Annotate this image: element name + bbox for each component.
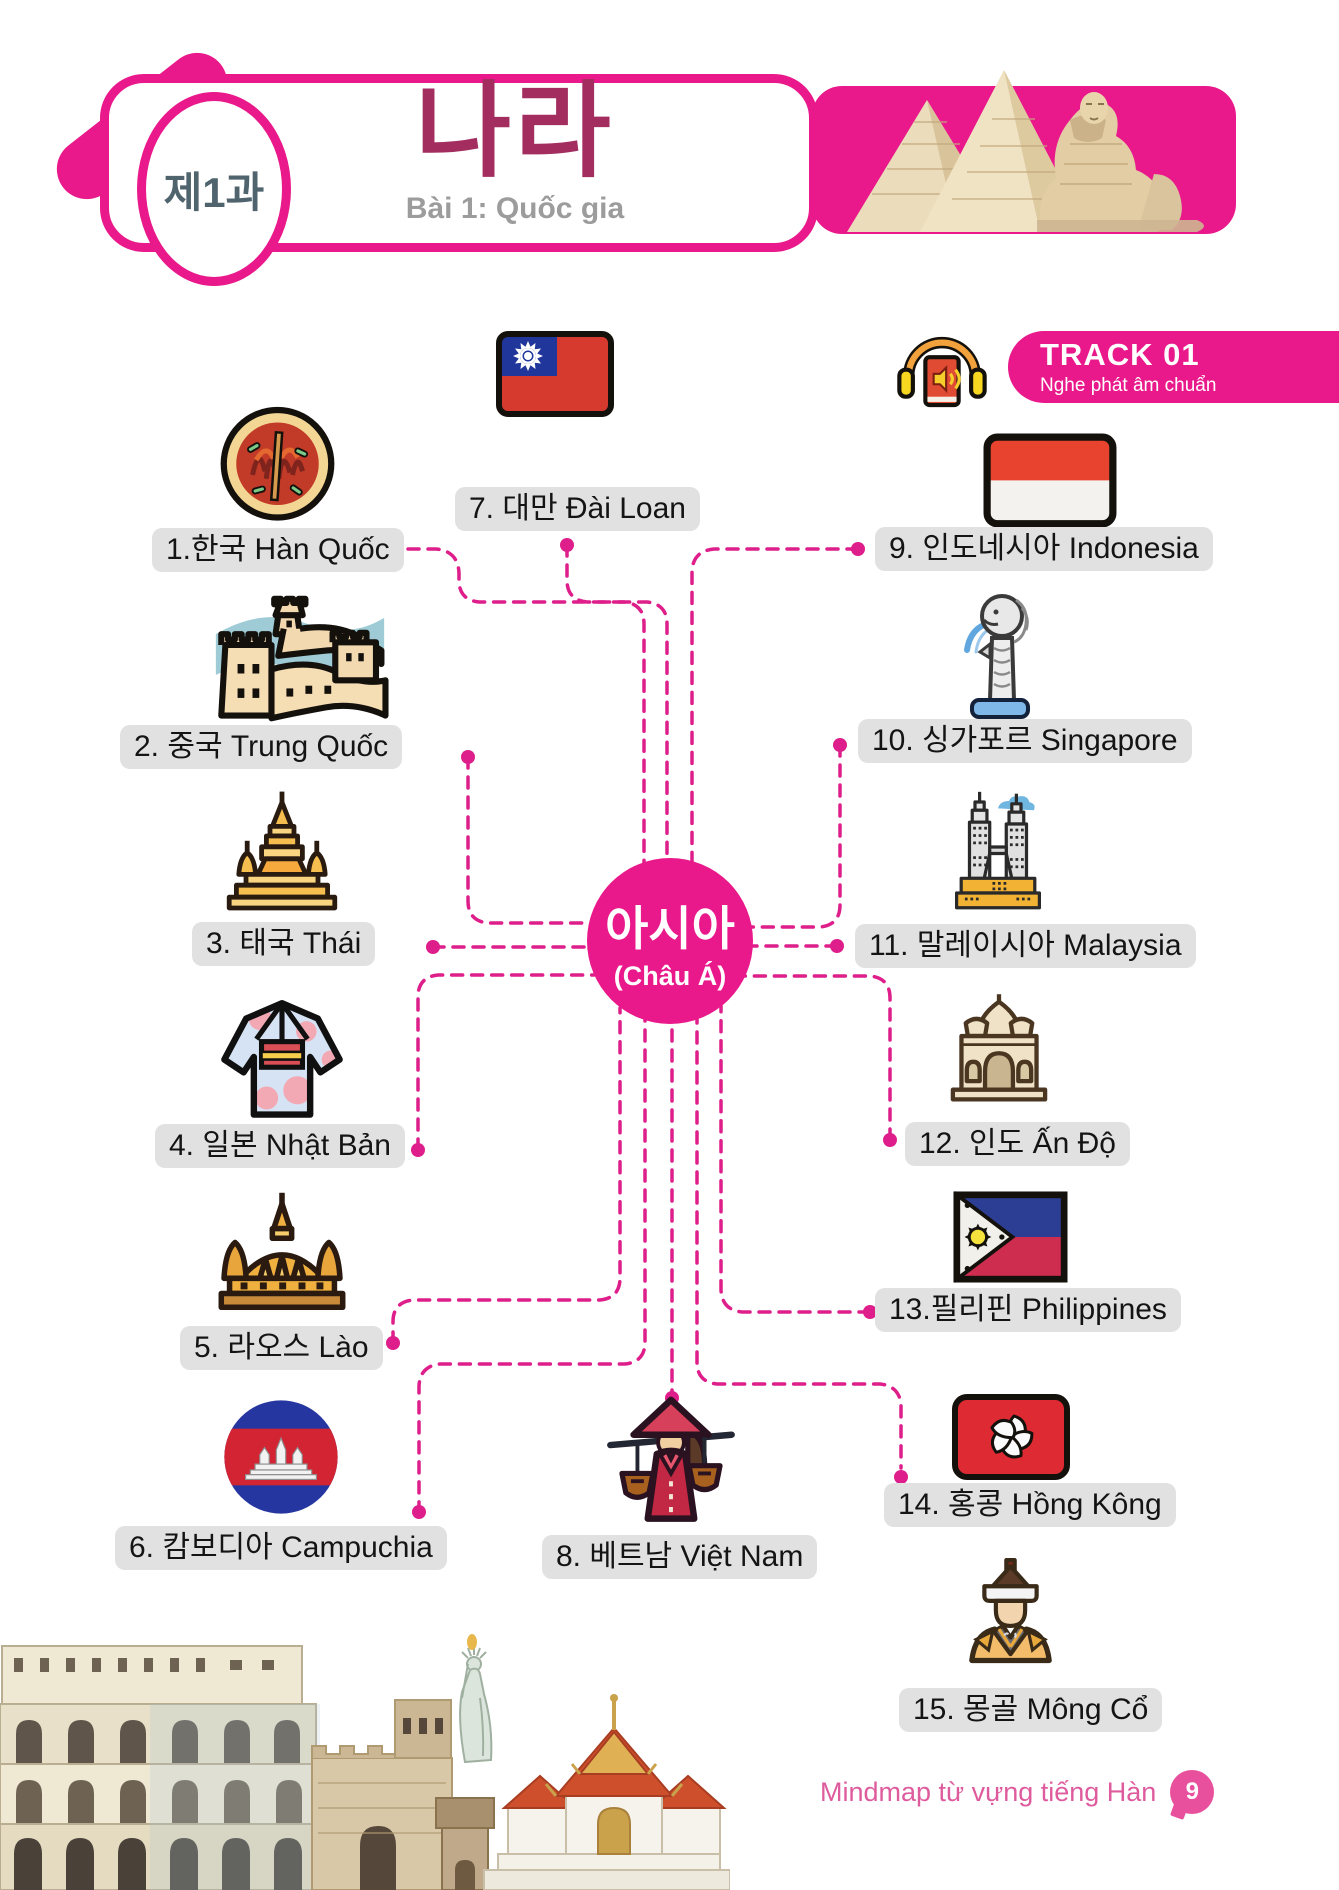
country-label-4-japan: 4. 일본 Nhật Bản xyxy=(155,1124,405,1168)
great-wall-icon xyxy=(205,588,395,728)
page-title: 나라 xyxy=(415,74,615,190)
indonesia-flag-icon xyxy=(983,433,1117,529)
philippines-flag-icon xyxy=(953,1190,1068,1291)
page-number: 9 xyxy=(1185,1778,1199,1805)
country-label-8-vietnam: 8. 베트남 Việt Nam xyxy=(542,1535,818,1579)
landmarks-collage xyxy=(0,1634,730,1890)
country-label-12-india: 12. 인도 Ấn Độ xyxy=(905,1122,1130,1166)
country-label-6-cambodia: 6. 캄보디아 Campuchia xyxy=(115,1526,447,1570)
country-label-3-thailand: 3. 태국 Thái xyxy=(192,922,376,966)
country-label-1-korea: 1.한국 Hàn Quốc xyxy=(152,528,404,572)
country-label-13-philippines: 13.필리핀 Philippines xyxy=(875,1288,1181,1332)
taiwan-flag-icon xyxy=(495,330,615,418)
country-label-10-singapore: 10. 싱가포르 Singapore xyxy=(858,719,1192,763)
headphones-audio-icon xyxy=(890,326,994,408)
center-node-asia: 아시아 (Châu Á) xyxy=(587,858,753,1024)
country-label-7-taiwan: 7. 대만 Đài Loan xyxy=(455,487,700,531)
mongolia-warrior-icon xyxy=(953,1558,1068,1694)
vietnamese-woman-icon xyxy=(600,1396,742,1530)
track-title: TRACK 01 xyxy=(1040,337,1200,372)
taj-mahal-icon xyxy=(940,991,1058,1125)
lesson-badge-text: 제1과 xyxy=(163,168,265,216)
pyramids-sphinx-icon xyxy=(847,70,1204,232)
korean-food-bowl-icon xyxy=(215,400,340,525)
cambodia-flag-icon xyxy=(222,1398,340,1516)
country-label-11-malaysia: 11. 말레이시아 Malaysia xyxy=(855,924,1196,968)
laos-stupa-icon xyxy=(213,1190,351,1330)
kimono-icon xyxy=(218,993,346,1129)
page-subtitle: Bài 1: Quốc gia xyxy=(405,192,625,225)
country-label-15-mongolia: 15. 몽골 Mông Cổ xyxy=(899,1688,1163,1732)
track-subtitle: Nghe phát âm chuẩn xyxy=(1040,375,1217,396)
thai-temple-icon xyxy=(222,788,342,928)
petronas-towers-icon xyxy=(952,790,1044,924)
connector-dots xyxy=(361,538,908,1519)
track-badge: TRACK 01 Nghe phát âm chuẩn xyxy=(1008,331,1339,403)
footer-book-title: Mindmap từ vựng tiếng Hàn xyxy=(820,1776,1157,1807)
center-node-vietnamese: (Châu Á) xyxy=(613,961,727,991)
page-footer: Mindmap từ vựng tiếng Hàn 9 xyxy=(820,1770,1215,1814)
merlion-icon xyxy=(950,588,1050,724)
center-node-korean: 아시아 xyxy=(605,902,735,955)
country-label-2-china: 2. 중국 Trung Quốc xyxy=(120,725,403,769)
header-image-panel xyxy=(812,70,1236,234)
page-number-badge: 9 xyxy=(1170,1770,1215,1814)
country-label-5-laos: 5. 라오스 Lào xyxy=(180,1326,383,1370)
hongkong-flag-icon xyxy=(951,1393,1071,1480)
lesson-badge: 제1과 xyxy=(137,92,291,286)
country-label-14-hongkong: 14. 홍콩 Hồng Kông xyxy=(884,1483,1176,1527)
country-label-9-indonesia: 9. 인도네시아 Indonesia xyxy=(875,527,1213,571)
